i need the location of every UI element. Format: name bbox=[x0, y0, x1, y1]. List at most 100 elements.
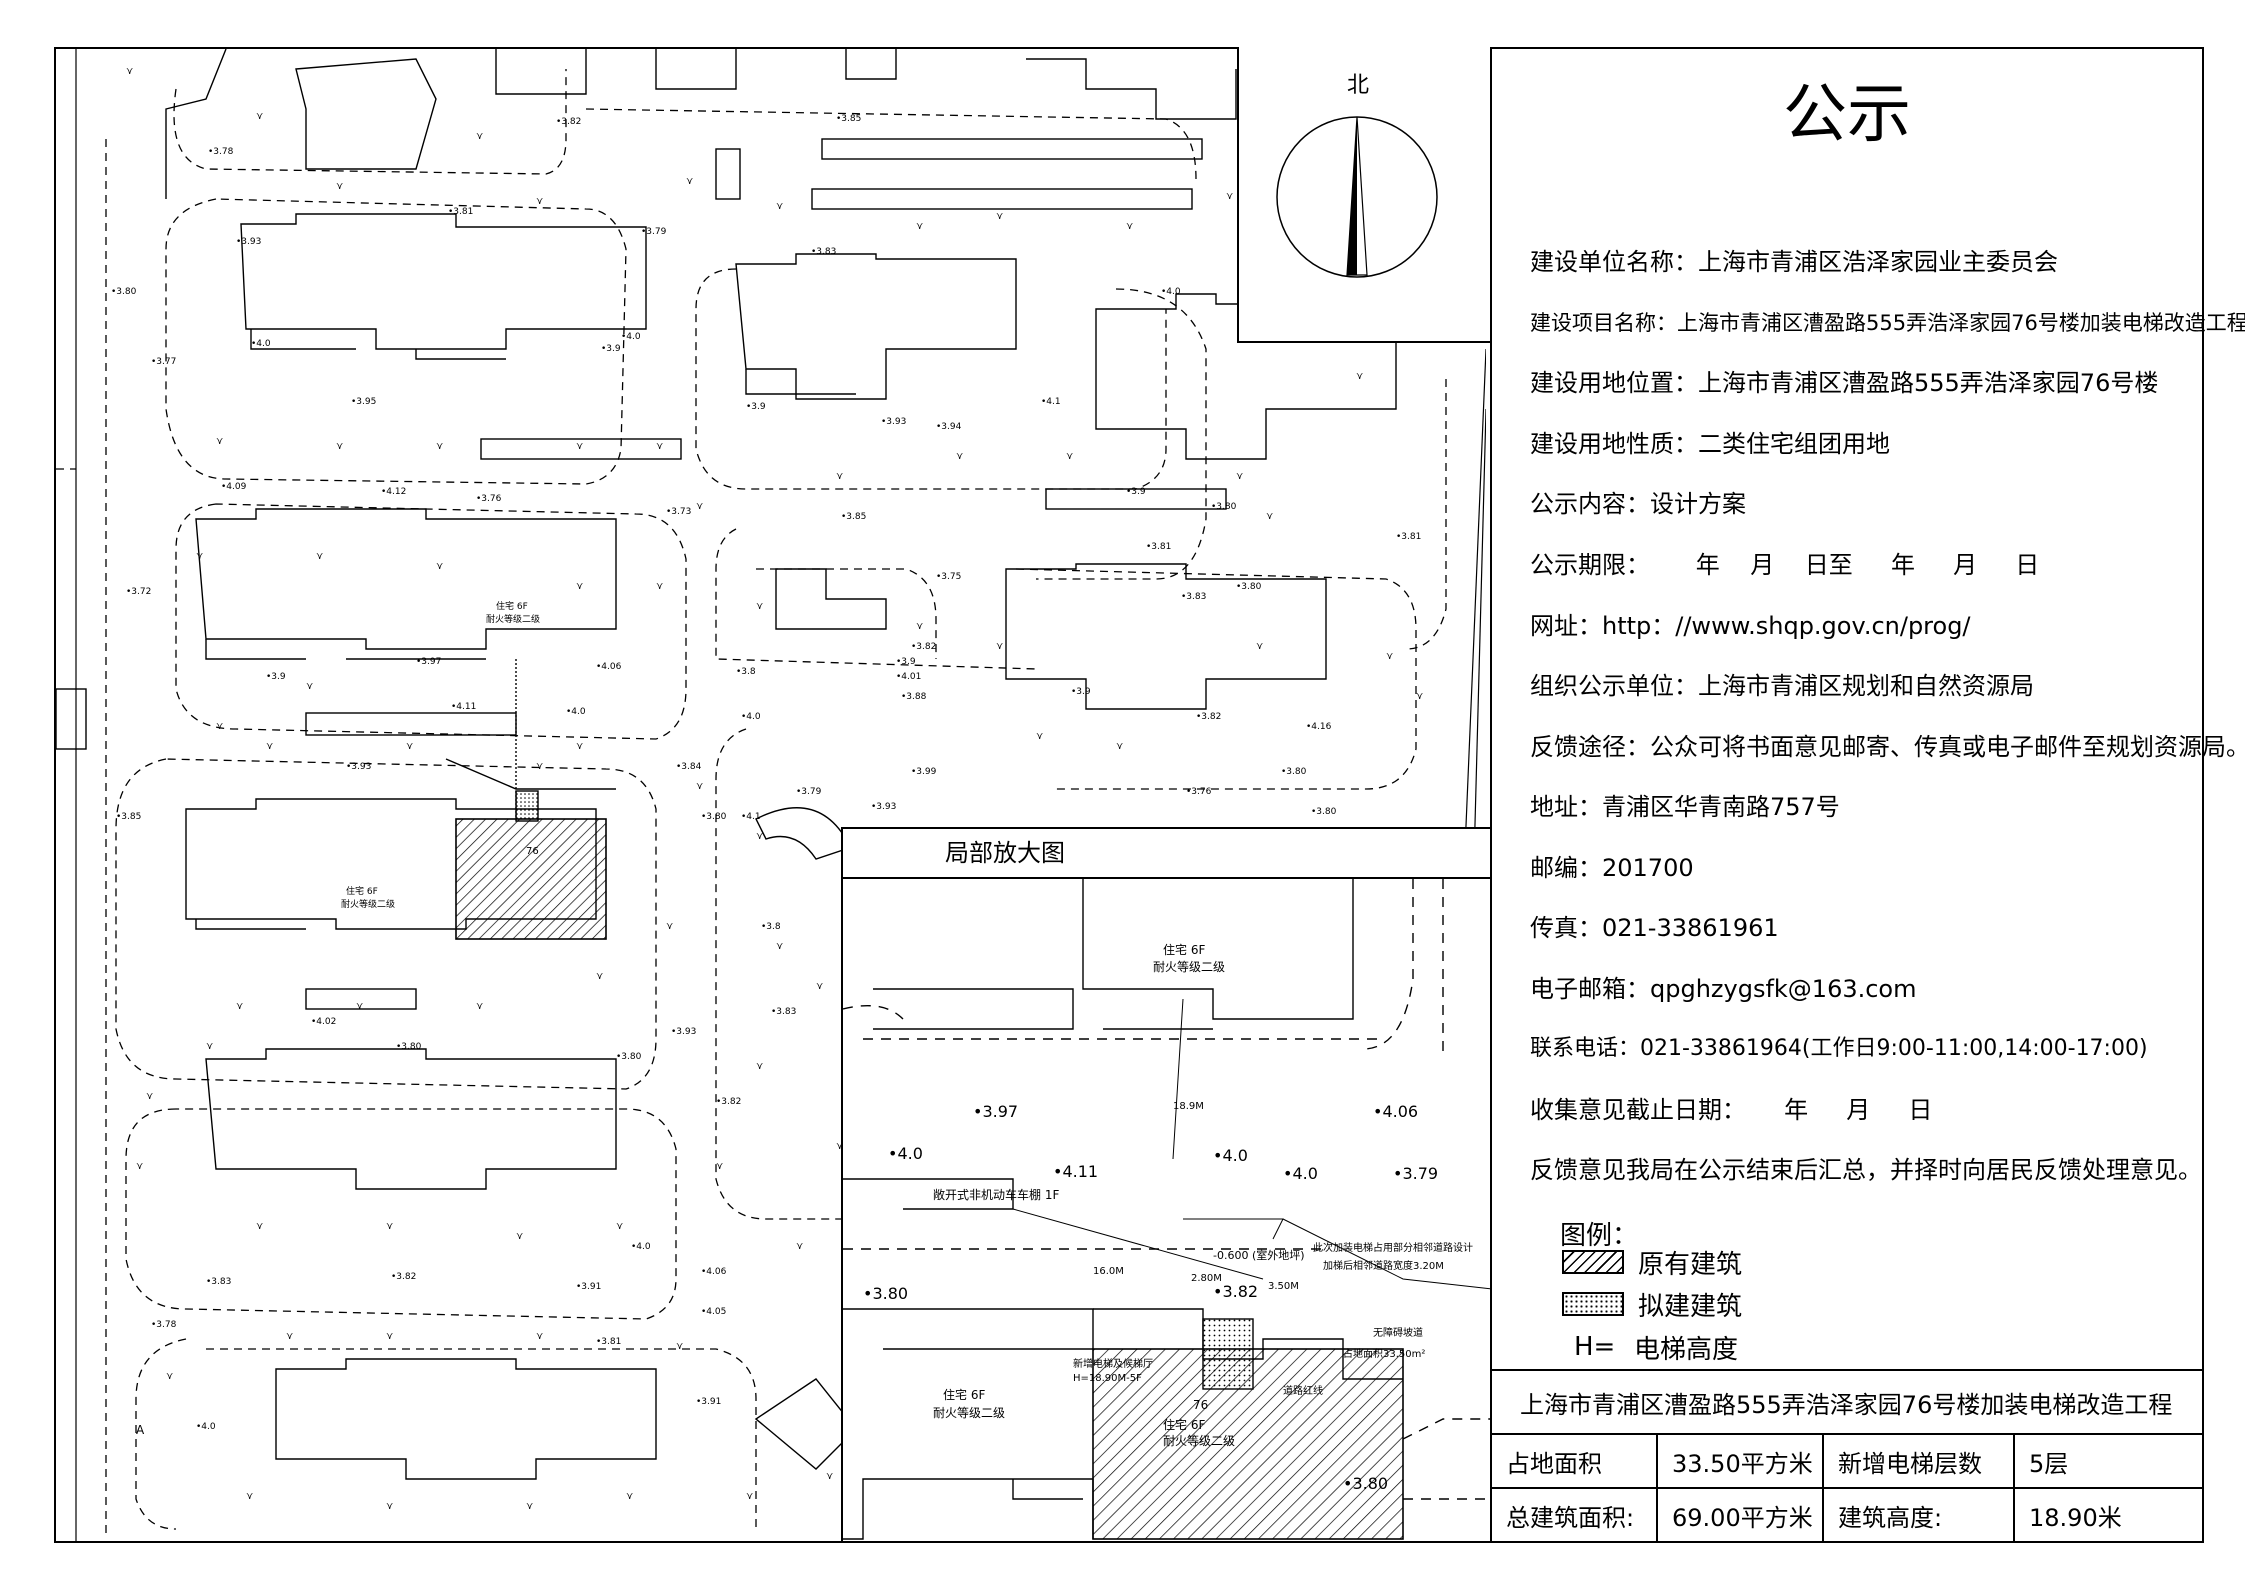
tree-icon: ⋎ bbox=[536, 1331, 543, 1342]
map-elevation-marker: •4.06 bbox=[596, 662, 622, 672]
inset-76-label: 76 bbox=[1193, 1398, 1208, 1412]
map-elevation-marker: •4.0 bbox=[566, 707, 586, 717]
tree-icon: ⋎ bbox=[126, 66, 133, 77]
tree-icon: ⋎ bbox=[136, 1161, 143, 1172]
map-elevation-marker: •4.0 bbox=[621, 332, 641, 342]
inset-elevation-marker: •4.11 bbox=[1053, 1162, 1098, 1181]
map-building-a-label: A bbox=[136, 1423, 145, 1437]
tree-icon: ⋎ bbox=[336, 181, 343, 192]
map-elevation-marker: •4.02 bbox=[311, 1017, 336, 1027]
map-elevation-marker: •3.99 bbox=[911, 767, 937, 777]
map-elevation-marker: •3.83 bbox=[811, 247, 836, 257]
map-elevation-marker: •3.83 bbox=[771, 1007, 796, 1017]
map-house-b-label: 住宅 6F bbox=[496, 600, 528, 612]
tree-icon: ⋎ bbox=[406, 741, 413, 752]
map-elevation-marker: •3.9 bbox=[266, 672, 286, 682]
map-elevation-marker: •3.91 bbox=[696, 1397, 721, 1407]
map-elevation-marker: •4.11 bbox=[451, 702, 476, 712]
land-area-value: 33.50平方米 bbox=[1656, 1435, 1824, 1489]
inset-elevation-marker: •4.0 bbox=[1283, 1164, 1318, 1183]
map-elevation-marker: •3.80 bbox=[1281, 767, 1307, 777]
map-elevation-marker: •4.05 bbox=[701, 1307, 726, 1317]
inset-elevation-marker: •3.80 bbox=[863, 1284, 908, 1303]
north-arrow-icon: 北 bbox=[1276, 73, 1438, 278]
map-elevation-marker: •3.88 bbox=[901, 692, 927, 702]
north-label: 北 bbox=[1347, 73, 1369, 98]
inset-add-area: 新增电梯及候梯厅 bbox=[1073, 1357, 1153, 1370]
map-elevation-marker: •3.9 bbox=[601, 344, 621, 354]
map-elevation-marker: •3.82 bbox=[556, 117, 581, 127]
legend-height-key: H= bbox=[1574, 1332, 1616, 1362]
info-panel: 公示 建设单位名称：上海市青浦区浩泽家园业主委员会 建设项目名称：上海市青浦区漕… bbox=[1492, 49, 2245, 1541]
map-elevation-marker: •3.83 bbox=[1181, 592, 1206, 602]
tree-icon: ⋎ bbox=[536, 761, 543, 772]
tree-icon: ⋎ bbox=[536, 196, 543, 207]
tree-icon: ⋎ bbox=[1036, 731, 1043, 742]
map-elevation-marker: •3.82 bbox=[391, 1272, 416, 1282]
inset-dist-3: 2.80M bbox=[1191, 1273, 1222, 1284]
info-row-feedback-channel: 反馈途径：公众可将书面意见邮寄、传真或电子邮件至规划资源局。 bbox=[1530, 733, 2245, 761]
map-elevation-marker: •3.9 bbox=[1126, 487, 1146, 497]
tree-icon: ⋎ bbox=[826, 1471, 833, 1482]
info-row-construction-unit: 建设单位名称：上海市青浦区浩泽家园业主委员会 bbox=[1530, 248, 2058, 276]
info-row-period: 公示期限： 年 月 日至 年 月 日 bbox=[1530, 551, 2040, 579]
inset-elevation-marker: •3.97 bbox=[973, 1102, 1018, 1121]
map-elevation-marker: •3.93 bbox=[671, 1027, 696, 1037]
tree-icon: ⋎ bbox=[996, 641, 1003, 652]
inset-76-fire: 耐火等级二级 bbox=[1163, 1434, 1235, 1448]
map-elevation-marker: •3.93 bbox=[881, 417, 906, 427]
tree-icon: ⋎ bbox=[1126, 221, 1133, 232]
panel-divider bbox=[1490, 47, 1492, 1543]
inset-dist-1: 18.9M bbox=[1173, 1101, 1204, 1112]
gross-area-label: 总建筑面积: bbox=[1492, 1487, 1658, 1541]
legend-existing: 原有建筑 bbox=[1562, 1248, 1742, 1280]
map-elevation-marker: •3.80 bbox=[111, 287, 137, 297]
inset-title: 局部放大图 bbox=[843, 829, 1490, 879]
map-elevation-marker: •3.93 bbox=[346, 762, 371, 772]
tree-icon: ⋎ bbox=[756, 1061, 763, 1072]
map-elevation-marker: •3.81 bbox=[1146, 542, 1171, 552]
project-title-bar: 上海市青浦区漕盈路555弄浩泽家园76号楼加装电梯改造工程 bbox=[1492, 1369, 2202, 1435]
inset-drawing: 住宅 6F 耐火等级二级 敞开式非机动车车棚 1F 住宅 6F 耐火等级二级 7… bbox=[843, 879, 1490, 1540]
tree-icon: ⋎ bbox=[1226, 191, 1233, 202]
tree-icon: ⋎ bbox=[1266, 511, 1273, 522]
inset-barrier-label: 无障碍坡道 bbox=[1373, 1326, 1423, 1339]
map-house-a-fire-label: 耐火等级二级 bbox=[341, 898, 395, 910]
inset-elevation-marker: •3.79 bbox=[1393, 1164, 1438, 1183]
inset-elev-note: 此次加装电梯占用部分相邻道路设计 bbox=[1313, 1241, 1473, 1254]
legend-existing-swatch bbox=[1562, 1250, 1624, 1274]
tree-icon: ⋎ bbox=[596, 971, 603, 982]
map-elevation-marker: •3.80 bbox=[1236, 582, 1262, 592]
tree-icon: ⋎ bbox=[696, 781, 703, 792]
inset-house-a-fire: 耐火等级二级 bbox=[1153, 960, 1225, 974]
info-row-project-name: 建设项目名称：上海市青浦区漕盈路555弄浩泽家园76号楼加装电梯改造工程 bbox=[1530, 311, 2245, 335]
tree-icon: ⋎ bbox=[1066, 451, 1073, 462]
inset-dist-4: 3.50M bbox=[1268, 1281, 1299, 1292]
map-elevation-marker: •3.9 bbox=[896, 657, 916, 667]
inset-elev-note2: 加梯后相邻道路宽度3.20M bbox=[1323, 1259, 1444, 1272]
inset-elevation-marker: •4.0 bbox=[888, 1144, 923, 1163]
tree-icon: ⋎ bbox=[836, 1141, 843, 1152]
tree-icon: ⋎ bbox=[916, 221, 923, 232]
inset-enlarged-view: 局部放大图 bbox=[841, 827, 1490, 1541]
map-elevation-marker: •4.12 bbox=[381, 487, 406, 497]
info-row-organizer: 组织公示单位：上海市青浦区规划和自然资源局 bbox=[1530, 672, 2034, 700]
map-elevation-marker: •3.81 bbox=[596, 1337, 621, 1347]
tree-icon: ⋎ bbox=[1116, 741, 1123, 752]
map-elevation-marker: •3.8 bbox=[761, 922, 781, 932]
tree-icon: ⋎ bbox=[316, 551, 323, 562]
map-elevation-marker: •3.80 bbox=[701, 812, 727, 822]
map-elevation-marker: •3.78 bbox=[208, 147, 234, 157]
tree-icon: ⋎ bbox=[166, 1371, 173, 1382]
legend-title: 图例： bbox=[1560, 1221, 1639, 1251]
map-elevation-marker: •3.91 bbox=[576, 1282, 601, 1292]
inset-elevation-marker: •3.80 bbox=[1343, 1474, 1388, 1493]
tree-icon: ⋎ bbox=[266, 741, 273, 752]
tree-icon: ⋎ bbox=[816, 981, 823, 992]
map-elevation-marker: •3.82 bbox=[911, 642, 936, 652]
tree-icon: ⋎ bbox=[476, 131, 483, 142]
tree-icon: ⋎ bbox=[1256, 641, 1263, 652]
tree-icon: ⋎ bbox=[916, 621, 923, 632]
tree-icon: ⋎ bbox=[616, 1221, 623, 1232]
map-elevation-marker: •3.78 bbox=[151, 1320, 177, 1330]
